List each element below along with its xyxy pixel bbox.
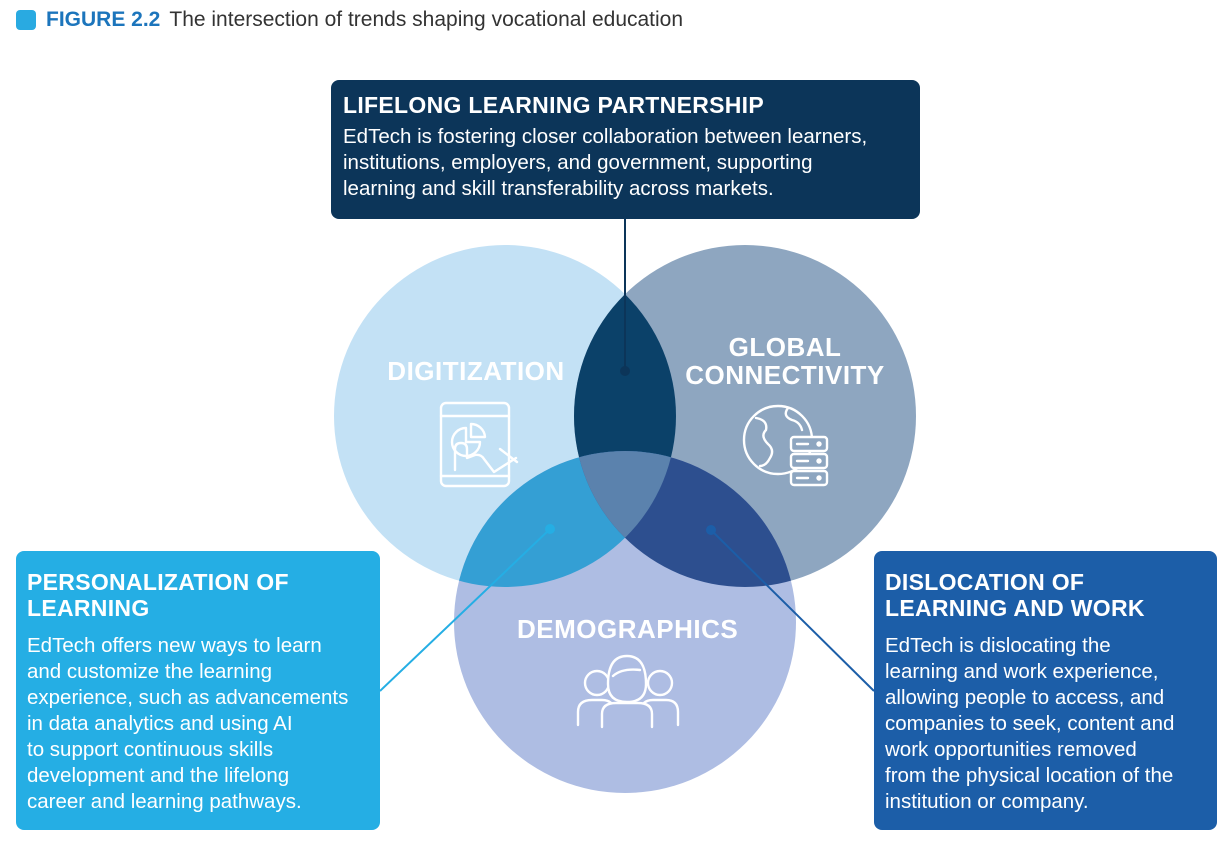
right-connector-dot xyxy=(706,525,716,535)
right-connector-line xyxy=(710,529,875,692)
box-body: EdTech offers new ways to learn and cust… xyxy=(27,634,349,813)
box-title: LIFELONG LEARNING PARTNERSHIP xyxy=(343,92,765,118)
personalization-of-learning-box: PERSONALIZATION OF LEARNING EdTech offer… xyxy=(16,551,380,830)
digitization-demographics-overlap xyxy=(454,451,676,587)
global-demographics-overlap xyxy=(574,451,796,587)
figure-title: The intersection of trends shaping vocat… xyxy=(169,8,684,31)
left-connector-dot xyxy=(545,524,555,534)
people-group-icon xyxy=(576,654,680,729)
global-connectivity-label: GLOBAL CONNECTIVITY xyxy=(685,332,885,390)
box-title: PERSONALIZATION OF LEARNING xyxy=(27,569,289,621)
lifelong-learning-partnership-box: LIFELONG LEARNING PARTNERSHIP EdTech is … xyxy=(331,80,920,219)
digitization-label: DIGITIZATION xyxy=(387,356,565,386)
box-body: EdTech is dislocating the learning and w… xyxy=(885,634,1175,813)
dislocation-of-learning-and-work-box: DISLOCATION OF LEARNING AND WORK EdTech … xyxy=(874,551,1217,830)
demographics-label: DEMOGRAPHICS xyxy=(517,614,739,644)
top-connector-dot xyxy=(620,366,630,376)
figure-marker-icon xyxy=(16,10,36,30)
left-connector-line xyxy=(379,528,551,692)
globe-server-icon xyxy=(742,404,829,487)
tablet-chart-touch-icon xyxy=(439,401,519,488)
box-title: DISLOCATION OF LEARNING AND WORK xyxy=(885,569,1145,621)
box-body: EdTech is fostering closer collaboration… xyxy=(343,125,868,200)
figure-label: FIGURE 2.2 xyxy=(46,8,161,31)
figure-header: FIGURE 2.2 The intersection of trends sh… xyxy=(16,6,683,34)
